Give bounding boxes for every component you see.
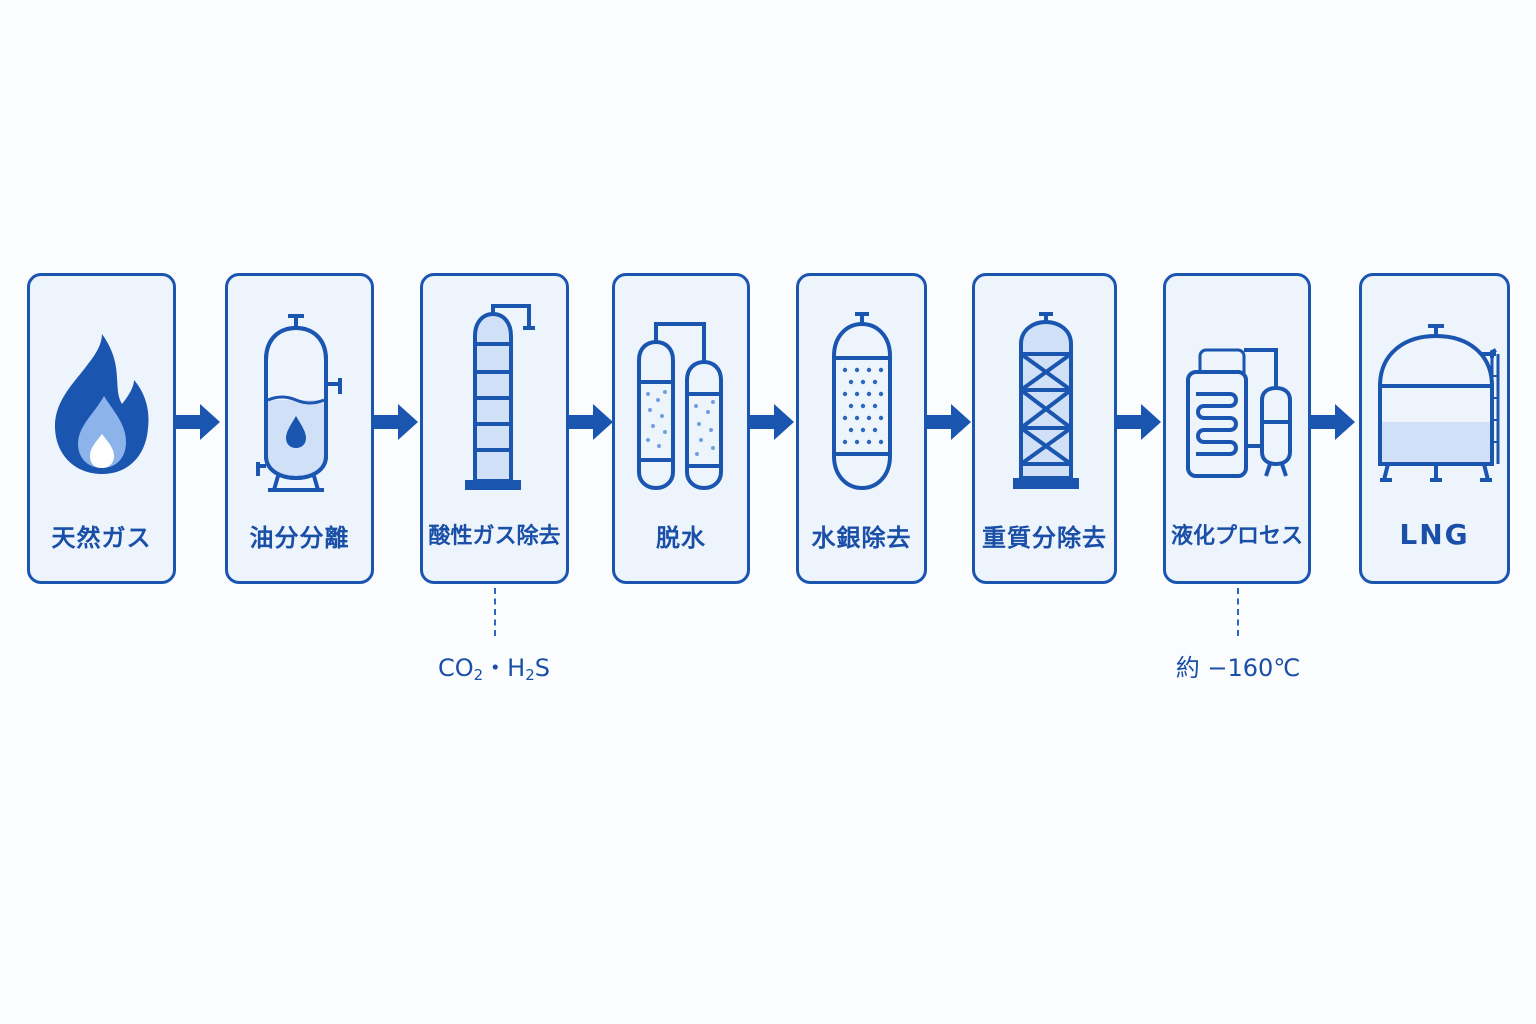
step-dehydration: 脱水 [612,273,750,584]
step-acid-gas-removal: 酸性ガス除去 [420,273,569,584]
step-liquefaction: 液化プロセス [1163,273,1311,584]
packed-column-icon [1013,312,1079,489]
heat-exchanger-icon [1186,348,1292,478]
flow-arrow [750,404,796,444]
flow-arrow [569,404,615,444]
step-label: 重質分除去 [982,524,1107,552]
note-acid-gas: CO2・H2S [436,648,552,684]
note-text: S [534,654,551,682]
separator-vessel-icon [256,314,342,492]
step-heavy-removal: 重質分除去 [972,273,1117,584]
step-oil-separation: 油分分離 [225,273,374,584]
note-liquefaction: 約 −160℃ [1175,654,1301,682]
note-connector-acid-gas [494,588,496,636]
note-text: CO [437,654,474,682]
flow-arrow [1117,404,1163,444]
step-lng: LNG [1359,273,1510,584]
step-natural-gas: 天然ガス [27,273,176,584]
flow-arrow [176,404,222,444]
absorber-column-icon [465,304,535,490]
step-mercury-removal: 水銀除去 [796,273,927,584]
note-connector-liquefaction [1237,588,1239,636]
note-text: ・H [483,654,526,682]
step-label: 脱水 [656,524,706,552]
step-label: LNG [1399,518,1470,551]
dehydration-towers-icon [637,322,723,491]
step-label: 液化プロセス [1170,524,1303,549]
adsorber-vessel-icon [832,312,892,491]
note-subscript: 2 [473,666,484,684]
step-label: 油分分離 [249,524,350,552]
flow-arrow [927,404,973,444]
storage-tank-icon [1378,324,1500,482]
step-label: 天然ガス [51,524,152,552]
step-label: 酸性ガス除去 [428,524,561,549]
flow-arrow [374,404,420,444]
step-label: 水銀除去 [811,524,912,552]
flow-arrow [1311,404,1357,444]
flame-icon [54,334,149,474]
note-subscript: 2 [525,666,535,684]
